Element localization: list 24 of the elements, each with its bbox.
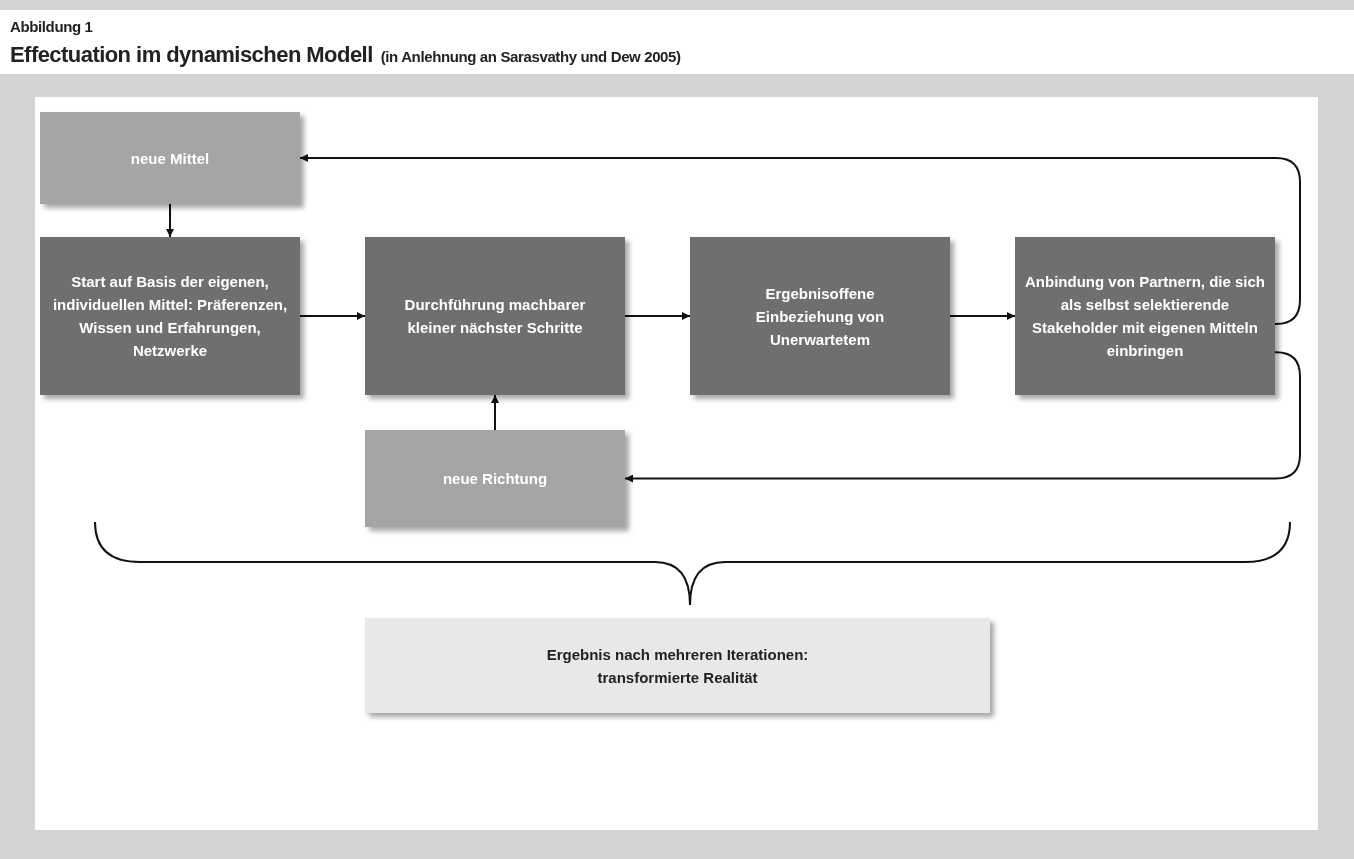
arrow <box>299 154 1301 325</box>
arrow <box>299 312 366 320</box>
arrow <box>624 351 1301 483</box>
box-text: Anbindung von Partnern, die sich als selbst selektierende Stakeholder mit eigenen Mitteln einbringen <box>1024 272 1266 361</box>
process-box <box>365 237 625 395</box>
process-box <box>40 237 300 395</box>
process-box <box>365 430 625 527</box>
arrow <box>624 312 691 320</box>
arrow <box>166 203 174 238</box>
box-text: neue Richtung <box>442 469 548 489</box>
box-text: neue Mittel <box>130 148 210 169</box>
arrow <box>491 394 499 431</box>
arrow <box>949 312 1016 320</box>
box-text: Ergebnisoffene Einbeziehung von Unerwartetem <box>754 283 886 350</box>
process-box <box>40 112 300 204</box>
process-box <box>690 237 950 395</box>
process-box <box>1015 237 1275 395</box>
box-text: Start auf Basis der eigenen, individuellen Mittel: Präferenzen, Wissen und Erfahrungen, Netzwerke <box>52 272 288 361</box>
box-text: Durchführung machbarer kleiner nächster Schritte <box>403 295 587 338</box>
box-text: Ergebnis nach mehreren Iterationen: transformierte Realität <box>545 644 810 688</box>
subtitle: (in Anlehnung an Sarasvathy und Dew 2005) <box>380 47 681 67</box>
title: Effectuation im dynamischen Modell <box>10 41 373 69</box>
figure-number: Abbildung 1 <box>10 17 93 37</box>
process-box <box>365 618 990 713</box>
